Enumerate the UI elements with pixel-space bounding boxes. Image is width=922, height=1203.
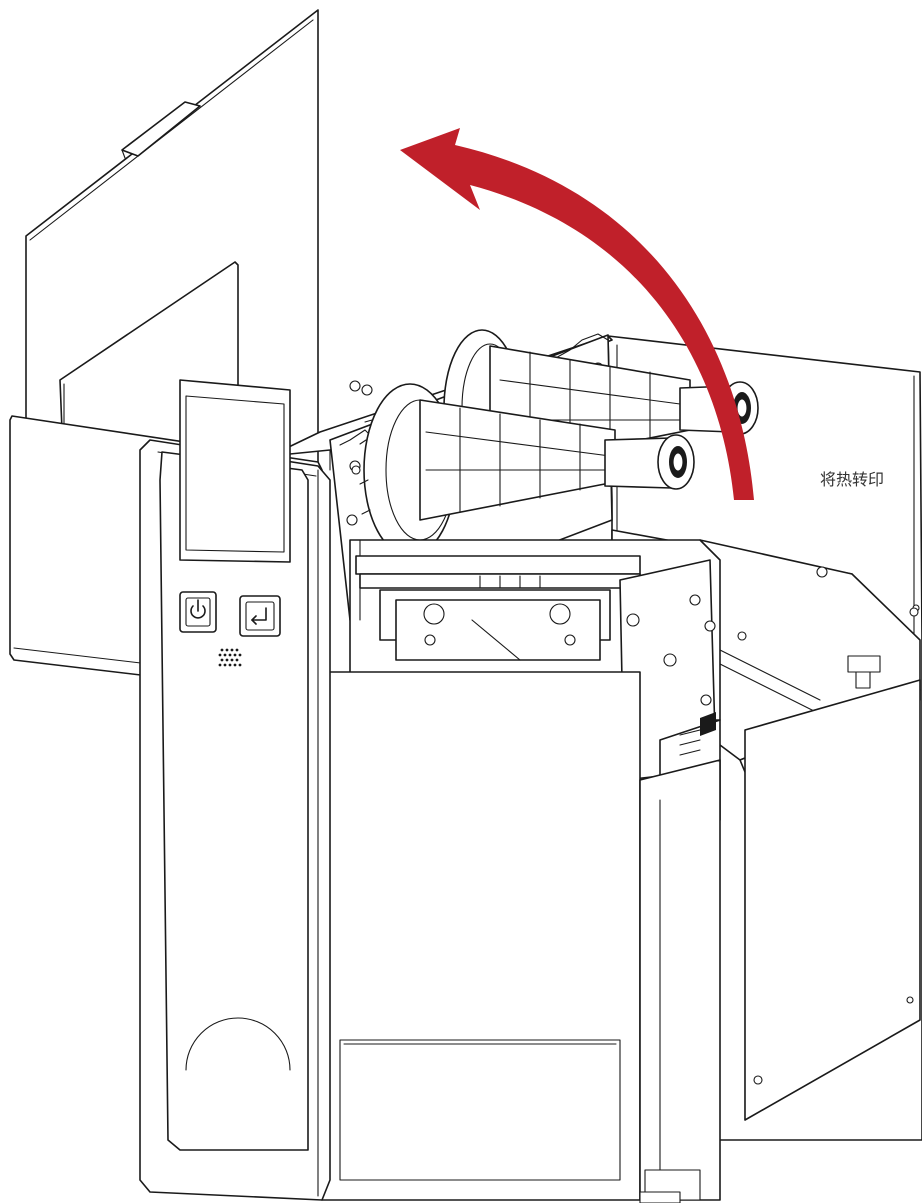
curved-arrow-icon xyxy=(400,128,754,500)
speaker-icon xyxy=(218,648,242,667)
ribbon-supply-spindle xyxy=(359,383,695,557)
enter-button[interactable] xyxy=(239,595,281,637)
power-icon xyxy=(190,599,206,619)
front-body xyxy=(321,671,721,1201)
callout-label: 将热转印 xyxy=(820,470,885,489)
lcd-display xyxy=(179,379,291,563)
printer-feet xyxy=(639,1191,681,1203)
power-button[interactable] xyxy=(179,591,217,633)
enter-icon xyxy=(251,607,267,625)
control-panel-body xyxy=(139,439,331,1201)
printer-base xyxy=(611,529,921,1121)
